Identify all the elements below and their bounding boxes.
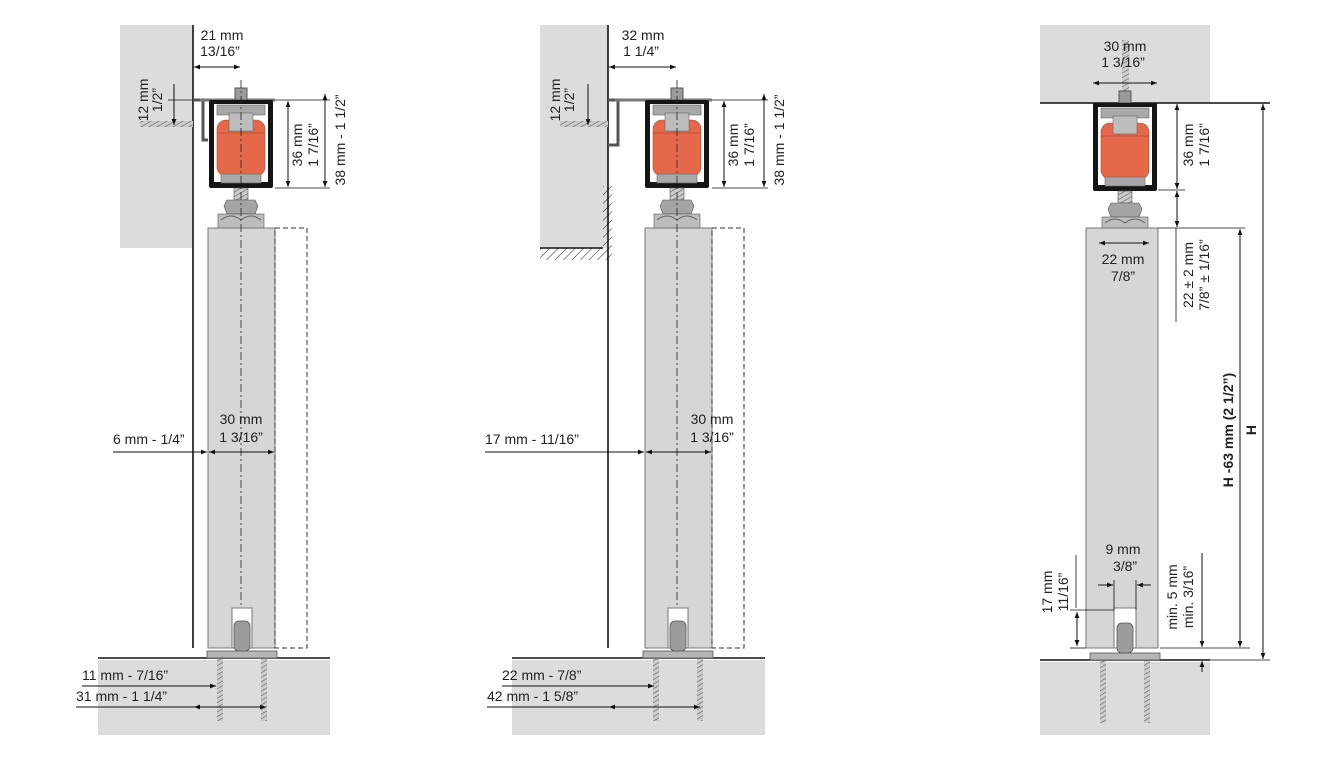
- roller-hanger: [1092, 90, 1158, 232]
- dim-hanger-gap-in: 7/8” ± 1/16”: [1196, 239, 1212, 311]
- dim-overall-height: 38 mm - 1 1/2”: [771, 94, 787, 185]
- wall-bracket: [193, 98, 208, 142]
- dim-floor-clearance-in: min. 3/16”: [1180, 566, 1196, 629]
- dim-hanger-width-in: 7/8”: [1111, 268, 1135, 284]
- wall-screw: [140, 121, 193, 127]
- dim-top-offset-mm: 21 mm: [201, 27, 244, 43]
- dim-track-height-in: 1 7/16”: [741, 123, 757, 167]
- dim-hanger-width-mm: 22 mm: [1102, 251, 1145, 267]
- dim-track-height-mm: 36 mm: [1180, 124, 1196, 167]
- floor: [1040, 662, 1210, 735]
- wall: [120, 25, 193, 248]
- door-panel: [207, 227, 276, 649]
- dim-door-thickness-mm: 30 mm: [220, 411, 263, 427]
- dim-bracket-in: 1/2”: [561, 88, 577, 112]
- dim-track-height-mm: 36 mm: [725, 124, 741, 167]
- dim-top-offset-mm: 32 mm: [622, 27, 665, 43]
- dim-overall-height: 38 mm - 1 1/2”: [332, 94, 348, 185]
- alternate-door-outline: [711, 227, 745, 649]
- dim-door-height: H -63 mm (2 1/2”): [1220, 373, 1236, 487]
- wall-screw: [560, 121, 608, 127]
- dim-track-height-in: 1 7/16”: [1196, 123, 1212, 167]
- dim-track-width-mm: 30 mm: [1104, 38, 1147, 54]
- dim-bracket-mm: 12 mm: [547, 79, 563, 122]
- dim-bracket-mm: 12 mm: [135, 79, 151, 122]
- floor: [98, 660, 330, 735]
- wall-bracket: [608, 98, 620, 147]
- dim-track-height-mm: 36 mm: [289, 124, 305, 167]
- dim-top-offset-in: 1 1/4”: [623, 43, 659, 59]
- door-panel: [644, 227, 713, 649]
- dim-top-offset-in: 13/16”: [200, 43, 240, 59]
- alternate-door-outline: [274, 227, 308, 649]
- wall-mount-recess-view: 32 mm 1 1/4” 12 mm 1/2” 36 mm 1 7/16” 38…: [485, 25, 787, 735]
- dim-floor-clearance-mm: min. 5 mm: [1164, 564, 1180, 629]
- dim-opening-height: H: [1243, 425, 1259, 435]
- floor: [512, 660, 765, 735]
- dim-groove-depth-in: 11/16”: [1055, 572, 1071, 611]
- dim-guide-width-in: 3/8”: [1113, 558, 1137, 574]
- dim-groove-depth-mm: 17 mm: [1039, 571, 1055, 614]
- dim-guide-offset-2: 42 mm - 1 5/8”: [487, 688, 578, 704]
- dim-guide-offset-1: 11 mm - 7/16”: [82, 667, 168, 683]
- dim-guide-offset-2: 31 mm - 1 1/4”: [76, 688, 167, 704]
- dim-track-width-in: 1 3/16”: [1101, 54, 1145, 70]
- dim-door-thickness-in: 1 3/16”: [219, 429, 263, 445]
- dim-guide-width-mm: 9 mm: [1106, 541, 1141, 557]
- door-panel: [1085, 227, 1159, 649]
- dim-door-thickness-in: 1 3/16”: [690, 429, 734, 445]
- wall-mount-view: 21 mm 13/16” 12 mm 1/2” 36 mm 1 7/16” 38…: [76, 25, 348, 735]
- dim-bracket-in: 1/2”: [149, 88, 165, 112]
- dim-track-height-in: 1 7/16”: [305, 123, 321, 167]
- dim-door-thickness-mm: 30 mm: [691, 411, 734, 427]
- dim-wall-gap: 6 mm - 1/4”: [113, 431, 185, 447]
- recess-hatch: [540, 248, 612, 260]
- ceiling-mount-view: 30 mm 1 3/16” 36 mm 1 7/16” 22 mm 7/8” 2…: [1039, 25, 1270, 735]
- ceiling-screw: [1122, 40, 1129, 103]
- wall: [540, 25, 608, 248]
- dim-wall-gap: 17 mm - 11/16”: [485, 431, 579, 447]
- dim-hanger-gap-mm: 22 ± 2 mm: [1180, 242, 1196, 308]
- dim-guide-offset-1: 22 mm - 7/8”: [502, 667, 582, 683]
